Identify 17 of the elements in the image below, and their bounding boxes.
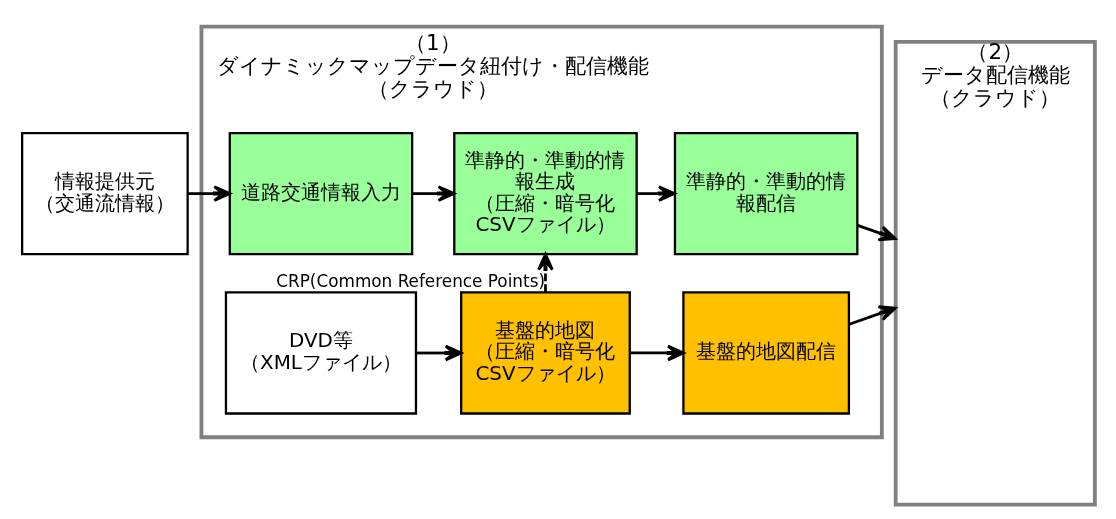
node-box: 基盤的地図（圧縮・暗号化CSVファイル）: [459, 291, 631, 415]
node-box: 道路交通情報入力: [228, 131, 413, 256]
arrow: [848, 305, 897, 326]
node-box: 情報提供元（交通流情報）: [20, 131, 189, 256]
node-box: DVD等（XMLファイル）: [224, 291, 417, 415]
node-box: 基盤的地図配信: [681, 291, 850, 415]
node-box: （2）データ配信機能（クラウド）: [893, 39, 1097, 507]
edge-label: CRP(Common Reference Points): [275, 271, 545, 292]
arrow: [856, 224, 896, 242]
arrow: [536, 252, 554, 292]
arrow: [187, 185, 231, 202]
arrow: [636, 185, 676, 202]
node-box: 準静的・準動的情報生成（圧縮・暗号化CSVファイル）: [452, 131, 638, 256]
arrow: [415, 344, 462, 362]
arrow: [412, 185, 455, 202]
arrow: [629, 344, 685, 362]
node-box: 準静的・準動的情報配信: [673, 131, 858, 256]
